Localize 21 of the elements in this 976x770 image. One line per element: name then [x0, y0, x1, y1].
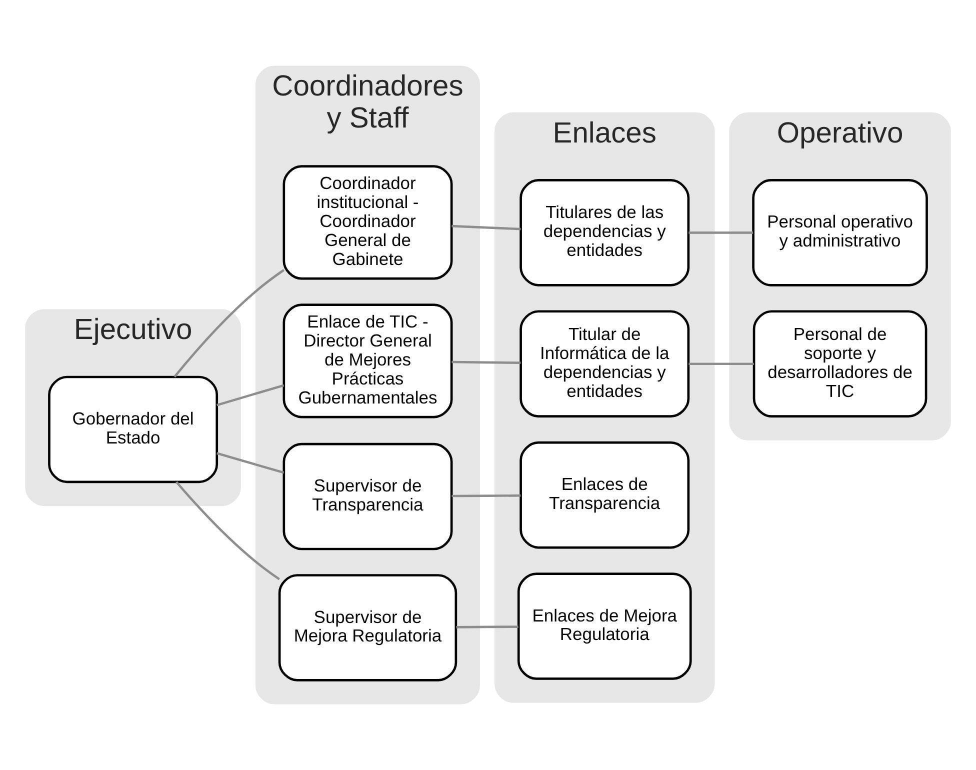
node-box: Gobernador del Estado: [48, 376, 218, 484]
node-box: Coordinador institucional - Coordinador General de Gabinete: [282, 165, 453, 280]
node-box: Personal de soporte y desarrolladores de TIC: [752, 310, 928, 418]
connector: [176, 481, 280, 580]
connector: [688, 362, 754, 366]
connector: [456, 626, 518, 628]
connector: [452, 494, 521, 498]
node-box: Titulares de las dependencias y entidades: [520, 179, 690, 286]
node-box: Supervisor de Transparencia: [282, 442, 453, 550]
connector: [688, 232, 754, 234]
node-box: Enlace de TIC - Director General de Mejores Prácticas Gubernamentales: [282, 304, 453, 418]
connector: [216, 384, 284, 406]
node-box: Titular de Informática de la dependencias y entidades: [520, 310, 690, 418]
node-box: Personal operativo y administrativo: [752, 179, 928, 286]
connector: [452, 360, 521, 364]
connector: [216, 452, 284, 474]
node-box: Supervisor de Mejora Regulatoria: [278, 574, 458, 682]
node-box: Enlaces de Mejora Regulatoria: [517, 572, 692, 680]
node-box: Enlaces de Transparencia: [520, 441, 690, 549]
connector: [174, 269, 285, 378]
connector: [452, 224, 521, 230]
